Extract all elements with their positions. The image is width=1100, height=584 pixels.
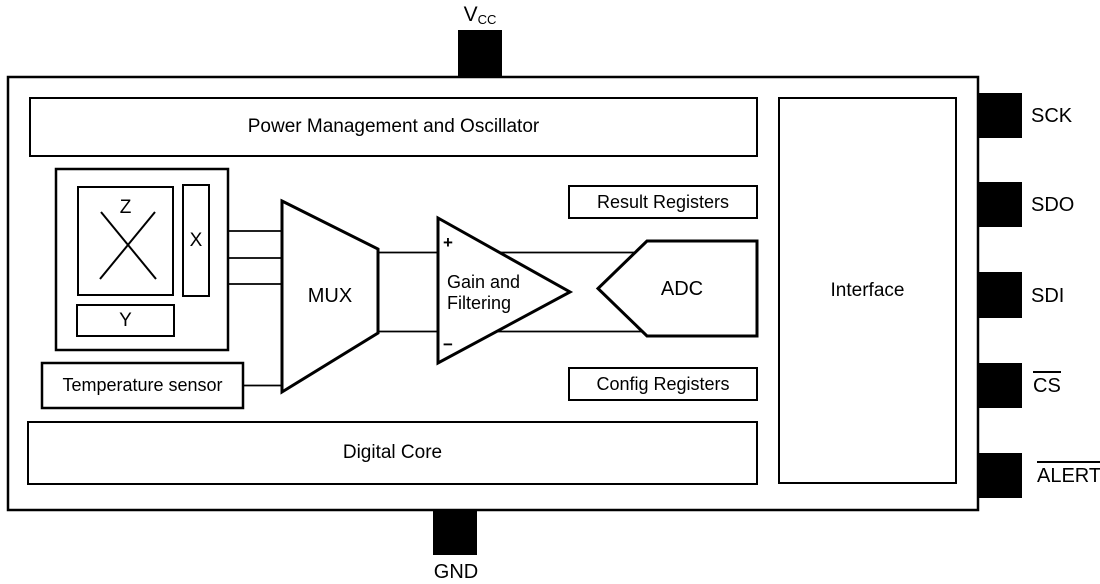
temperature-sensor-label: Temperature sensor (62, 375, 223, 395)
sensor-x-label: X (189, 229, 203, 251)
digital-core-block (27, 421, 758, 485)
mux-label: MUX (307, 284, 353, 307)
gain-label-line1: Gain and (447, 272, 521, 292)
gnd-pin-label: GND (433, 560, 479, 583)
cs-pin (978, 363, 1022, 408)
gain-label-line2: Filtering (447, 293, 512, 313)
sdo-pin (978, 182, 1022, 227)
alert-pin-label: ALERT (1037, 460, 1100, 486)
interface-block (778, 97, 957, 484)
alert-pin (978, 453, 1022, 498)
power-block-label: Power Management and Oscillator (247, 116, 540, 137)
sdi-pin (978, 272, 1022, 318)
vcc-pin-label: VCC (463, 3, 497, 27)
sensor-y-label: Y (119, 309, 132, 331)
cs-pin-label: CS (1033, 370, 1061, 396)
sensor-z-label: Z (119, 197, 132, 218)
sck-pin (978, 93, 1022, 138)
vcc-pin (458, 30, 502, 77)
sck-pin-label: SCK (1031, 104, 1073, 127)
sensor-y-box (76, 304, 175, 337)
gain-filtering-label: Gain and Filtering (447, 272, 520, 314)
config-registers-block (568, 367, 758, 401)
sdi-pin-label: SDI (1031, 284, 1065, 307)
adc-shape (595, 239, 759, 338)
power-block (29, 97, 758, 157)
gnd-pin (433, 510, 477, 555)
gain-amp-shape (436, 215, 574, 366)
mux-shape (280, 198, 380, 395)
gain-minus-input-label: − (443, 334, 453, 354)
temperature-sensor-block (40, 361, 245, 410)
gain-plus-input-label: + (443, 232, 453, 252)
digital-core-label: Digital Core (342, 442, 443, 463)
result-registers-label: Result Registers (596, 191, 730, 212)
config-registers-label: Config Registers (596, 373, 730, 394)
result-registers-block (568, 185, 758, 219)
sdo-pin-label: SDO (1031, 193, 1075, 216)
adc-label: ADC (660, 277, 704, 300)
sensor-x-box (182, 184, 210, 297)
z-cross-line-2 (99, 211, 156, 280)
interface-label: Interface (830, 279, 905, 301)
